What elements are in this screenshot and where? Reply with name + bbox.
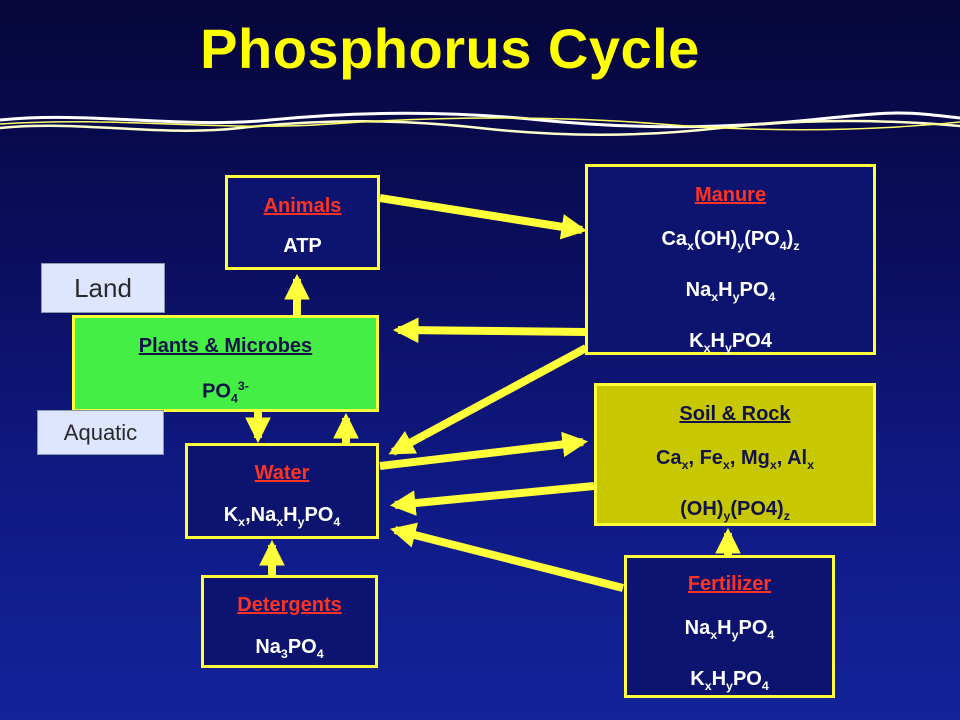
plants-microbes-box: Plants & Microbes PO43- [72,315,379,412]
water-box: Water Kx,NaxHyPO4 [185,443,379,539]
manure-box: Manure Cax(OH)y(PO4)z NaxHyPO4 KxHyPO4 [585,164,876,355]
fertilizer-box: Fertilizer NaxHyPO4 KxHyPO4 [624,555,835,698]
soil-formula-1: Cax, Fex, Mgx, Alx [655,447,815,472]
arrow-soil-to-water [389,482,595,516]
animals-box: Animals ATP [225,175,380,270]
water-formula: Kx,NaxHyPO4 [223,504,341,529]
arrow-water-to-soil [379,431,589,470]
animals-content: ATP [283,235,322,257]
arrow-manure-to-plants [392,317,587,344]
fertilizer-formula-2: KxHyPO4 [690,668,769,693]
soil-formula-2: (OH)y(PO4)z [680,498,790,523]
detergents-box: Detergents Na3PO4 [201,575,378,668]
page-title: Phosphorus Cycle [200,17,700,80]
manure-formula-3: KxHyPO4 [689,330,772,355]
manure-heading: Manure [694,184,767,206]
fertilizer-heading: Fertilizer [687,573,772,595]
manure-formula-1: Cax(OH)y(PO4)z [661,228,800,253]
aquatic-label: Aquatic [37,410,164,455]
arrow-animals-to-manure [379,194,588,240]
detergents-formula: Na3PO4 [255,636,324,661]
wave-divider [0,111,960,136]
fertilizer-formula-1: NaxHyPO4 [684,617,775,642]
water-heading: Water [254,462,310,484]
soil-rock-box: Soil & Rock Cax, Fex, Mgx, Alx (OH)y(PO4… [594,383,876,526]
detergents-heading: Detergents [237,594,342,616]
arrow-fertilizer-to-water [390,522,624,592]
soil-heading: Soil & Rock [679,403,791,425]
manure-formula-2: NaxHyPO4 [685,279,776,304]
land-label: Land [41,263,165,313]
plants-heading: Plants & Microbes [138,335,313,357]
plants-formula: PO43- [202,379,249,406]
animals-heading: Animals [263,195,342,217]
arrow-manure-to-water [388,344,588,456]
